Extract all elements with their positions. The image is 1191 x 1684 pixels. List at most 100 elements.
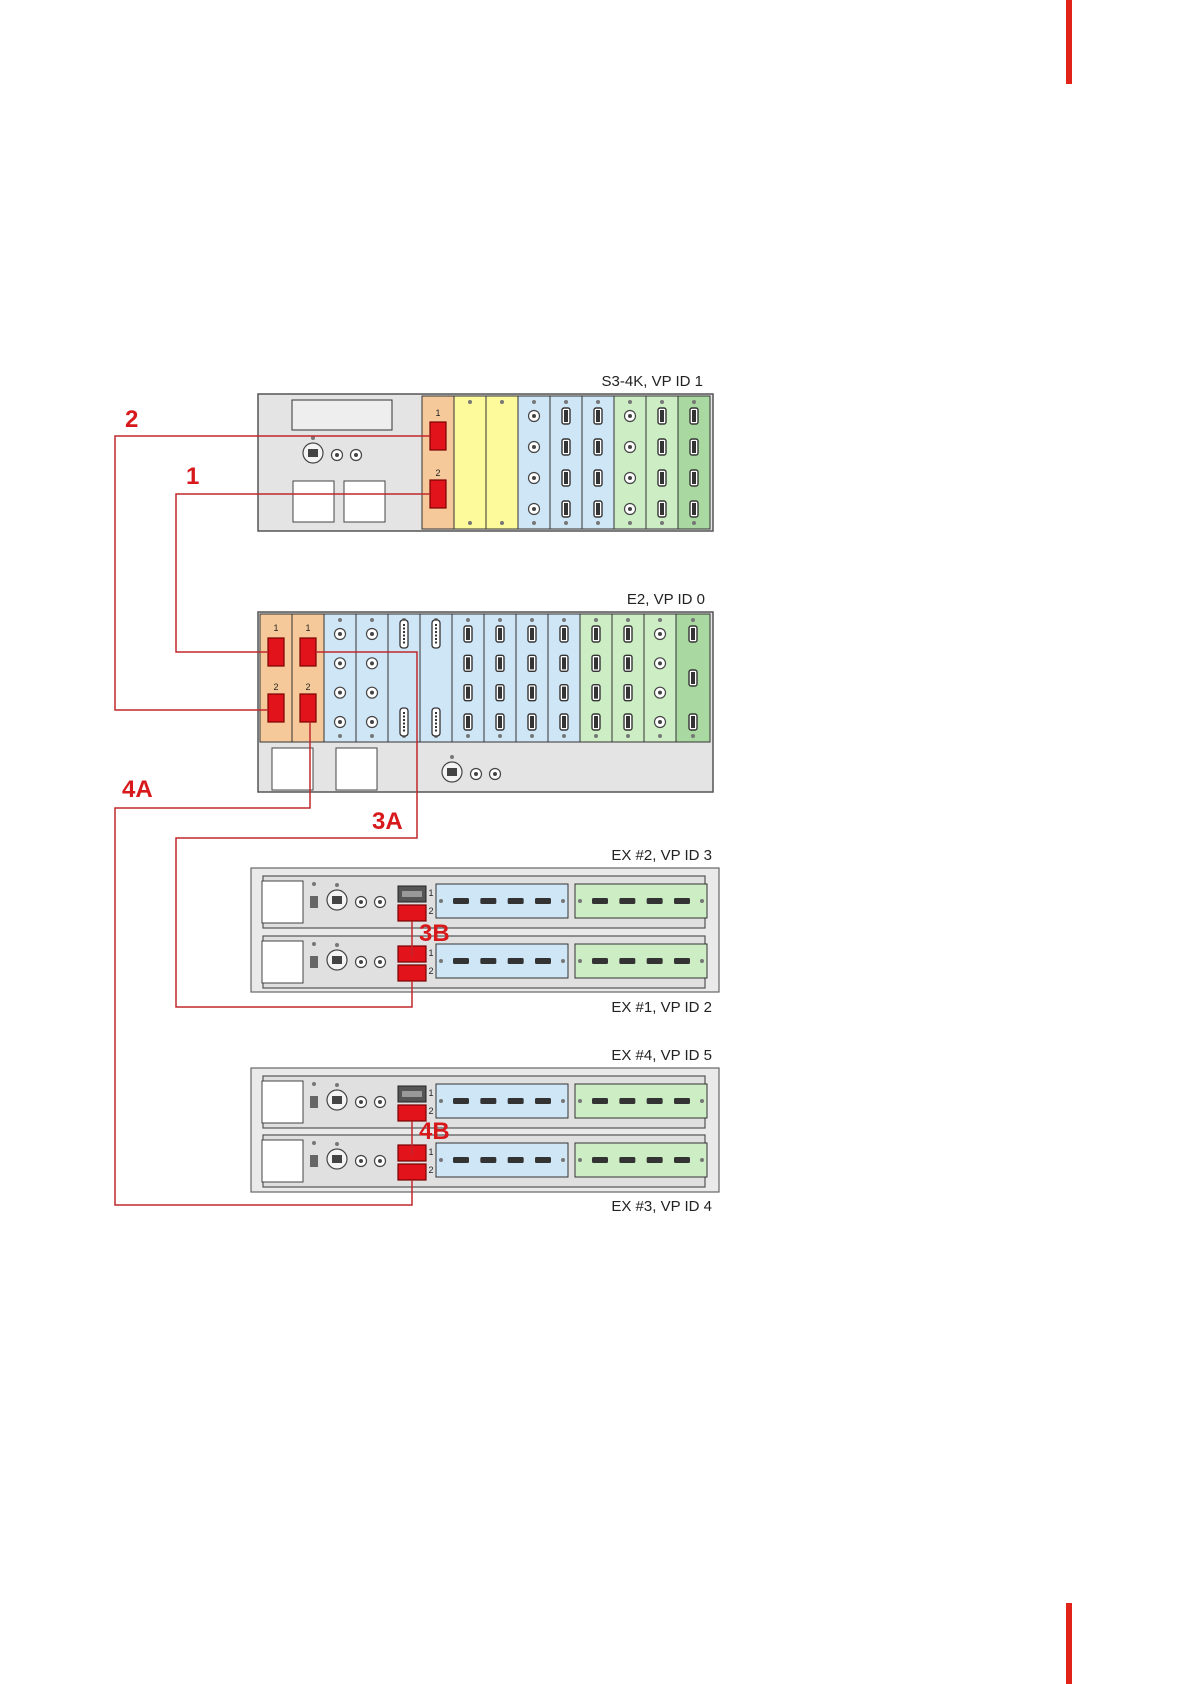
bnc-pin: [378, 1159, 382, 1163]
s3-link-port-1: [430, 422, 446, 450]
connection-label-1: 1: [186, 463, 199, 490]
connector-slot: [498, 687, 502, 699]
bnc-pin: [359, 1159, 363, 1163]
bnc-pin: [359, 1100, 363, 1104]
connection-label-4b: 4B: [419, 1118, 450, 1145]
screw: [561, 1158, 565, 1162]
screw: [439, 959, 443, 963]
connector-slot: [466, 657, 470, 669]
screw: [498, 734, 502, 738]
ex3-usb-port: [310, 1155, 318, 1167]
connector: [508, 1157, 524, 1163]
ex1-port-number: 1: [428, 948, 433, 958]
screw: [468, 400, 472, 404]
connector: [674, 1098, 690, 1104]
e2-port-number: 1: [273, 623, 278, 633]
connector: [619, 1157, 635, 1163]
screw: [335, 943, 339, 947]
bnc-pin: [370, 632, 374, 636]
screw: [562, 734, 566, 738]
connector-slot: [692, 503, 696, 515]
bnc-pin: [335, 453, 339, 457]
rj45-socket: [447, 768, 457, 776]
screw: [628, 400, 632, 404]
e2-link-a-port-1: [268, 638, 284, 666]
connector-slot: [466, 716, 470, 728]
connector: [674, 958, 690, 964]
connector: [592, 1157, 608, 1163]
bnc-pin: [658, 632, 662, 636]
ex2-link-port-1-slot: [402, 891, 422, 897]
connector-slot: [562, 716, 566, 728]
screw: [338, 618, 342, 622]
bnc-pin: [338, 691, 342, 695]
connector-slot: [466, 628, 470, 640]
bnc-pin: [532, 414, 536, 418]
screw: [450, 755, 454, 759]
bnc-pin: [532, 507, 536, 511]
connector: [535, 1157, 551, 1163]
bnc-pin: [493, 772, 497, 776]
ex4-device-label: EX #4, VP ID 5: [611, 1047, 712, 1064]
connector-slot: [498, 657, 502, 669]
connector: [647, 1157, 663, 1163]
bnc-pin: [370, 661, 374, 665]
bnc-pin: [378, 1100, 382, 1104]
bnc-pin: [474, 772, 478, 776]
connector-slot: [562, 657, 566, 669]
connector-slot: [594, 687, 598, 699]
ex3-filler-panel: [262, 1140, 303, 1182]
connector-slot: [498, 716, 502, 728]
screw: [561, 899, 565, 903]
connector-slot: [562, 628, 566, 640]
connector-slot: [596, 410, 600, 422]
bnc-pin: [628, 445, 632, 449]
s3-yellow-card: [486, 396, 518, 529]
screw: [312, 882, 316, 886]
s3-device-label: S3-4K, VP ID 1: [602, 373, 703, 390]
connector-slot: [660, 472, 664, 484]
connector-slot: [691, 672, 695, 684]
e2-link-card: [260, 614, 292, 742]
screw: [312, 1141, 316, 1145]
devices-layer: 12112212121212: [251, 394, 719, 1192]
connector-slot: [691, 628, 695, 640]
bnc-pin: [658, 661, 662, 665]
connector: [619, 958, 635, 964]
bnc-pin: [628, 507, 632, 511]
connector-slot: [691, 716, 695, 728]
screw: [660, 400, 664, 404]
screw: [564, 521, 568, 525]
screw: [498, 618, 502, 622]
screw: [561, 1099, 565, 1103]
connector-slot: [564, 410, 568, 422]
ex4-link-port-1-slot: [402, 1091, 422, 1097]
connector: [674, 1157, 690, 1163]
e2-link-b-port-1: [300, 638, 316, 666]
connection-label-2: 2: [125, 406, 138, 433]
ex2-filler-panel: [262, 881, 303, 923]
connector-slot: [596, 472, 600, 484]
bnc-pin: [359, 960, 363, 964]
connector: [508, 1098, 524, 1104]
connector-slot: [564, 441, 568, 453]
ex1-link-port-2: [398, 965, 426, 981]
screw: [466, 734, 470, 738]
connector: [453, 958, 469, 964]
screw: [466, 618, 470, 622]
e2-link-a-port-2: [268, 694, 284, 722]
rj45-socket: [332, 956, 342, 964]
screw: [500, 521, 504, 525]
screw: [335, 1142, 339, 1146]
ex4-filler-panel: [262, 1081, 303, 1123]
ex1-filler-panel: [262, 941, 303, 983]
screw: [338, 734, 342, 738]
connector: [508, 958, 524, 964]
connector: [480, 958, 496, 964]
screw: [658, 734, 662, 738]
bnc-pin: [370, 691, 374, 695]
e2-device-label: E2, VP ID 0: [627, 591, 705, 608]
bnc-pin: [354, 453, 358, 457]
connector: [619, 898, 635, 904]
bnc-pin: [370, 720, 374, 724]
